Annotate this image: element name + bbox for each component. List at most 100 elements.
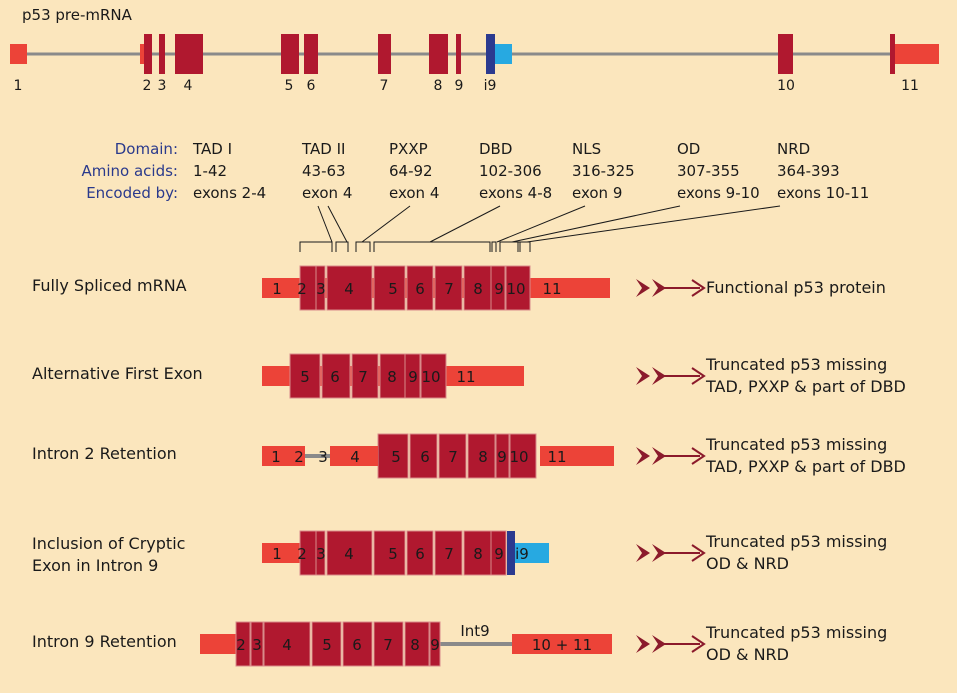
segment-label: 5 bbox=[300, 368, 310, 386]
segment-label: 8 bbox=[473, 545, 483, 563]
arrow-head-icon bbox=[636, 544, 650, 562]
arrow-tip-icon bbox=[691, 279, 706, 297]
connector-nls bbox=[496, 205, 586, 243]
coding-exon bbox=[373, 530, 406, 576]
exon-label: 1 bbox=[14, 78, 23, 94]
exon-9 bbox=[456, 34, 461, 74]
exon-5 bbox=[281, 34, 299, 74]
segment-label: 11 bbox=[456, 368, 475, 386]
segment-label: 10 bbox=[421, 368, 440, 386]
utr-segment bbox=[540, 446, 614, 466]
segment-label: 7 bbox=[444, 280, 454, 298]
row-label: Intron 9 Retention bbox=[32, 632, 177, 651]
segment-label: 9 bbox=[430, 636, 440, 654]
exon-label: 8 bbox=[434, 78, 443, 94]
segment-label: 3 bbox=[252, 636, 262, 654]
result-text: TAD, PXXP & part of DBD bbox=[705, 457, 906, 476]
segment-label: 11 bbox=[547, 448, 566, 466]
segment-label: 2 bbox=[294, 448, 304, 466]
exon-11 bbox=[895, 44, 939, 64]
domain-exons: exon 4 bbox=[302, 184, 352, 202]
bracket-dbd bbox=[373, 241, 491, 252]
arrow-tip-icon bbox=[691, 544, 706, 562]
exon-2 bbox=[144, 34, 152, 74]
exon-i9-coding bbox=[486, 34, 495, 74]
result-text: TAD, PXXP & part of DBD bbox=[705, 377, 906, 396]
connector-pxxp bbox=[361, 205, 411, 243]
segment-label: 2 bbox=[236, 636, 246, 654]
segment-label: 2 bbox=[297, 280, 307, 298]
exon-11-coding bbox=[890, 34, 895, 74]
segment-label: 4 bbox=[344, 280, 354, 298]
segment-label: 10 + 11 bbox=[532, 636, 592, 654]
result-text: Truncated p53 missing bbox=[705, 532, 887, 551]
exon-label: 4 bbox=[184, 78, 193, 94]
coding-exon bbox=[377, 433, 409, 479]
coding-exon bbox=[289, 353, 321, 399]
arrow-tip-icon bbox=[691, 635, 706, 653]
row-label: Intron 2 Retention bbox=[32, 444, 177, 463]
connector-tad-ii bbox=[327, 205, 348, 243]
segment-label: 6 bbox=[415, 545, 425, 563]
segment-label: 5 bbox=[388, 545, 398, 563]
domain-name: NRD bbox=[777, 140, 810, 158]
segment-label: 4 bbox=[350, 448, 360, 466]
domain-aa: 307-355 bbox=[677, 162, 740, 180]
utr-segment bbox=[262, 543, 300, 563]
diagram-title: p53 pre-mRNA bbox=[22, 6, 133, 24]
pre-mrna-track bbox=[10, 34, 939, 74]
row-label-amino-acids: Amino acids: bbox=[82, 162, 179, 180]
coding-exon bbox=[326, 265, 373, 311]
coding-exon bbox=[490, 530, 507, 576]
domain-exons: exons 9-10 bbox=[677, 184, 760, 202]
domain-table: Domain: Amino acids: Encoded by: TAD I 1… bbox=[82, 140, 870, 202]
segment-label: 6 bbox=[415, 280, 425, 298]
domain-exons: exons 2-4 bbox=[193, 184, 266, 202]
utr-segment bbox=[200, 634, 236, 654]
segment-label: i9 bbox=[515, 545, 529, 563]
row-label-domain: Domain: bbox=[115, 140, 178, 158]
coding-exon bbox=[404, 621, 430, 667]
bracket-od bbox=[499, 241, 521, 252]
bracket-tad-ii bbox=[335, 241, 349, 252]
coding-exon bbox=[263, 621, 311, 667]
segment-label: 6 bbox=[330, 368, 340, 386]
segment-label: 8 bbox=[387, 368, 397, 386]
coding-exon bbox=[505, 265, 531, 311]
utr-segment bbox=[512, 634, 612, 654]
coding-exon bbox=[311, 621, 342, 667]
exon-label: 3 bbox=[158, 78, 167, 94]
segment-label: 1 bbox=[272, 545, 282, 563]
segment-label: 9 bbox=[494, 545, 504, 563]
connector-od bbox=[511, 205, 681, 243]
coding-exon bbox=[315, 265, 326, 311]
coding-exon bbox=[326, 530, 373, 576]
coding-exon bbox=[495, 433, 510, 479]
coding-exon bbox=[420, 353, 447, 399]
segment-label: 1 bbox=[272, 280, 282, 298]
domain-exons: exon 4 bbox=[389, 184, 439, 202]
domain-connectors bbox=[299, 205, 781, 252]
segment-label: 9 bbox=[408, 368, 418, 386]
exon-7 bbox=[378, 34, 391, 74]
exon-1 bbox=[10, 44, 27, 64]
row-label-encoded-by: Encoded by: bbox=[86, 184, 178, 202]
domain-aa: 43-63 bbox=[302, 162, 346, 180]
domain-aa: 364-393 bbox=[777, 162, 840, 180]
exon-4 bbox=[175, 34, 203, 74]
retained-exon bbox=[330, 446, 378, 466]
segment-label: 4 bbox=[282, 636, 292, 654]
segment-label: 6 bbox=[352, 636, 362, 654]
segment-label: 7 bbox=[448, 448, 458, 466]
segment-label: 3 bbox=[316, 545, 326, 563]
exon-label: 2 bbox=[143, 78, 152, 94]
result-text: OD & NRD bbox=[706, 554, 789, 573]
arrow-head-icon bbox=[636, 447, 650, 465]
exon-label: 5 bbox=[285, 78, 294, 94]
segment-label: 6 bbox=[420, 448, 430, 466]
segment-label: 3 bbox=[318, 448, 328, 466]
domain-name: TAD I bbox=[192, 140, 232, 158]
